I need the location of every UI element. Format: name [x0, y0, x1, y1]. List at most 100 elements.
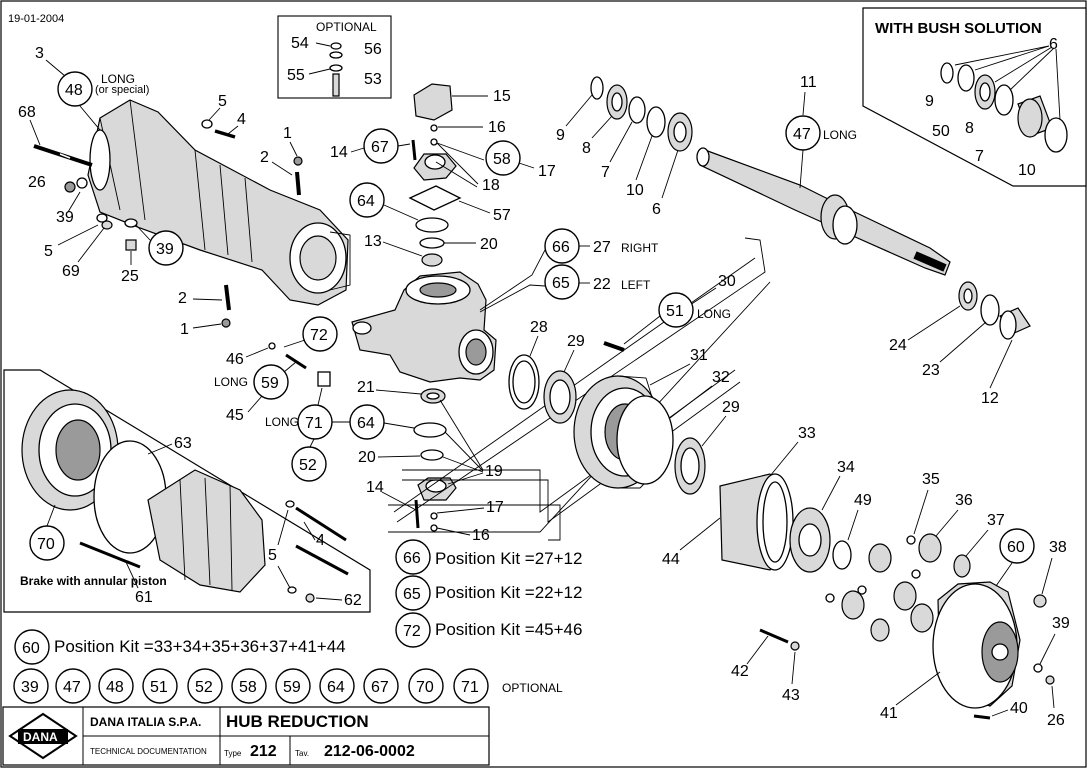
- bush-label-50: 50: [932, 123, 950, 140]
- kit-circle-60: [14, 629, 50, 665]
- label-2b: 2: [178, 290, 187, 307]
- label-9: 9: [556, 127, 565, 144]
- label-47-long: LONG: [823, 128, 857, 142]
- label-48-or-special: (or special): [95, 84, 149, 96]
- optional-item: 71: [461, 679, 479, 696]
- type-label: Type: [224, 749, 242, 758]
- label-5c: 5: [268, 547, 277, 564]
- kit-60-num: 60: [22, 640, 40, 657]
- label-41: 41: [880, 705, 898, 722]
- label-15: 15: [493, 88, 511, 105]
- bush-solution-box: WITH BUSH SOLUTION 6 9 50 8 7 10: [862, 7, 1087, 187]
- optional-item: 67: [371, 679, 389, 696]
- label-29b: 29: [722, 399, 740, 416]
- callout-48: [57, 71, 93, 107]
- label-40: 40: [1010, 700, 1028, 717]
- label-5b: 5: [218, 93, 227, 110]
- label-1b: 1: [180, 321, 189, 338]
- label-16: 16: [488, 119, 506, 136]
- label-10: 10: [626, 182, 644, 199]
- drive-shaft: [696, 147, 951, 276]
- label-33: 33: [798, 425, 816, 442]
- label-37: 37: [987, 512, 1005, 529]
- label-14a: 14: [330, 144, 348, 161]
- label-5a: 5: [44, 243, 53, 260]
- type-value: 212: [250, 743, 277, 760]
- label-14b: 14: [366, 479, 384, 496]
- label-27: 27: [593, 239, 611, 256]
- bush-label-9: 9: [925, 93, 934, 110]
- label-46: 46: [226, 351, 244, 368]
- label-66: 66: [552, 239, 570, 256]
- label-48: 48: [65, 82, 83, 99]
- bush-label-8: 8: [965, 120, 974, 137]
- label-35: 35: [922, 471, 940, 488]
- ring-gear-33: [719, 473, 794, 571]
- optional-item: 70: [416, 679, 434, 696]
- label-63: 63: [174, 435, 192, 452]
- planet-gears: [825, 533, 971, 642]
- label-25: 25: [121, 268, 139, 285]
- optional-item: 39: [21, 679, 39, 696]
- label-28: 28: [530, 319, 548, 336]
- kit-65-num: 65: [403, 586, 421, 603]
- label-24: 24: [889, 337, 907, 354]
- label-20b: 20: [358, 449, 376, 466]
- label-54: 54: [291, 35, 309, 52]
- label-2a: 2: [260, 149, 269, 166]
- callout-52: [291, 446, 327, 482]
- label-12: 12: [981, 390, 999, 407]
- brake-caption: Brake with annular piston: [20, 574, 167, 588]
- kit-60-text: Position Kit =33+34+35+36+37+41+44: [54, 637, 346, 656]
- label-53: 53: [364, 71, 382, 88]
- label-60: 60: [1007, 539, 1025, 556]
- label-62: 62: [344, 592, 362, 609]
- label-59-long: LONG: [214, 375, 248, 389]
- label-39a: 39: [56, 209, 74, 226]
- optional-item: 58: [239, 679, 257, 696]
- optional-item: 52: [195, 679, 213, 696]
- label-61: 61: [135, 589, 153, 606]
- label-56: 56: [364, 41, 382, 58]
- label-17a: 17: [538, 163, 556, 180]
- kit-72-text: Position Kit =45+46: [435, 620, 582, 639]
- label-8: 8: [582, 140, 591, 157]
- label-42: 42: [731, 663, 749, 680]
- optional-list-label: OPTIONAL: [502, 681, 563, 695]
- optional-box: OPTIONAL 54 56 55 53: [277, 15, 392, 99]
- brake-box: [3, 369, 371, 613]
- bush-label-7: 7: [975, 148, 984, 165]
- tav-label: Tav.: [295, 749, 309, 758]
- label-45: 45: [226, 407, 244, 424]
- label-4b: 4: [316, 532, 325, 549]
- axle-housing: [33, 99, 351, 306]
- label-7: 7: [601, 164, 610, 181]
- bush-label-6: 6: [1049, 36, 1058, 53]
- callout-58: [485, 140, 521, 176]
- label-72: 72: [310, 327, 328, 344]
- tav-value: 212-06-0002: [324, 743, 415, 760]
- label-31: 31: [690, 347, 708, 364]
- label-29a: 29: [567, 333, 585, 350]
- label-19: 19: [485, 463, 503, 480]
- callout-60: [999, 528, 1035, 564]
- optional-item: 51: [150, 679, 168, 696]
- optional-item: 48: [106, 679, 124, 696]
- label-48-long: LONG: [101, 72, 135, 86]
- optional-box-title: OPTIONAL: [316, 20, 377, 34]
- drawing-date: 19-01-2004: [8, 13, 64, 25]
- label-67: 67: [371, 139, 389, 156]
- callout-59: [253, 364, 289, 400]
- label-49: 49: [854, 492, 872, 509]
- label-47: 47: [793, 126, 811, 143]
- label-38: 38: [1049, 539, 1067, 556]
- steering-knuckle: [351, 271, 497, 383]
- label-23: 23: [922, 362, 940, 379]
- label-43: 43: [782, 687, 800, 704]
- bush-label-10: 10: [1018, 162, 1036, 179]
- label-64a: 64: [357, 193, 375, 210]
- label-51: 51: [666, 303, 684, 320]
- label-1a: 1: [283, 125, 292, 142]
- optional-item: 64: [327, 679, 345, 696]
- title-block: DANA DANA ITALIA S.P.A. TECHNICAL DOCUME…: [2, 706, 490, 766]
